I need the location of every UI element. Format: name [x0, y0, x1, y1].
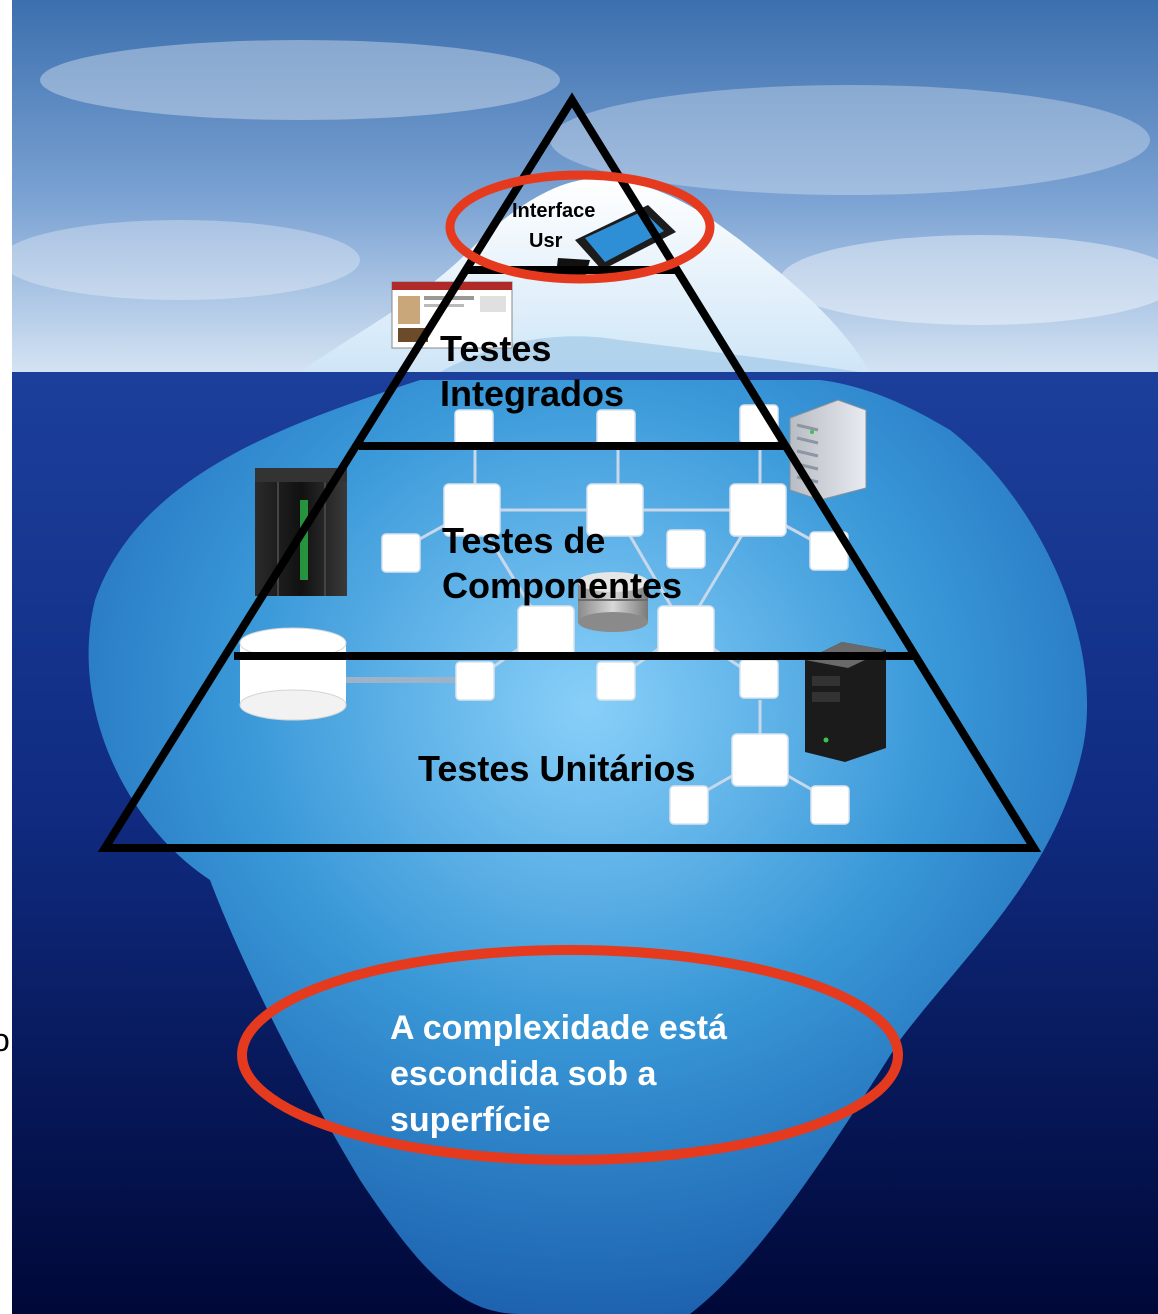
test-pyramid — [97, 92, 1042, 852]
callout-line: superfície — [390, 1101, 551, 1139]
node — [443, 483, 501, 537]
node — [729, 483, 787, 537]
node — [596, 661, 636, 701]
label-line: Usr — [529, 230, 563, 252]
node — [657, 605, 715, 659]
label-line: Interface — [512, 200, 596, 222]
highlight-ellipse-bottom — [237, 945, 903, 1165]
layer-label-componentes: Testes de Componentes — [442, 518, 682, 608]
callout-line: escondida sob a — [390, 1055, 657, 1093]
node — [381, 533, 421, 573]
node — [455, 661, 495, 701]
node — [731, 733, 789, 787]
layer-label-integrados: Testes Integrados — [440, 326, 624, 416]
node — [739, 659, 779, 699]
node — [666, 529, 706, 569]
label-line: Testes de — [442, 520, 606, 561]
label-line: Componentes — [442, 565, 683, 606]
network-nodes — [381, 404, 850, 825]
complexity-callout: A complexidade está escondida sob a supe… — [390, 1005, 727, 1143]
layer-label-interface: Interface Usr — [512, 196, 595, 256]
iceberg-shadow — [440, 336, 860, 372]
cloud — [550, 85, 1150, 195]
cloud — [780, 235, 1158, 325]
node — [669, 785, 709, 825]
node — [517, 605, 575, 659]
cloud — [0, 220, 360, 300]
server-icon — [789, 399, 867, 501]
edge-glyph: o — [0, 1022, 10, 1058]
pyramid-outline — [97, 92, 1042, 852]
label-line: Testes Unitários — [418, 748, 696, 789]
label-line: Integrados — [440, 373, 625, 414]
storage-cylinder-icon — [239, 627, 347, 721]
database-icon — [578, 572, 648, 632]
cloud — [40, 40, 560, 120]
label-line: Testes — [440, 328, 552, 369]
node — [586, 483, 644, 537]
highlight-ellipse-top — [445, 170, 715, 284]
callout-line: A complexidade está — [390, 1009, 727, 1047]
layer-label-unitarios: Testes Unitários — [418, 746, 695, 791]
node — [810, 785, 850, 825]
